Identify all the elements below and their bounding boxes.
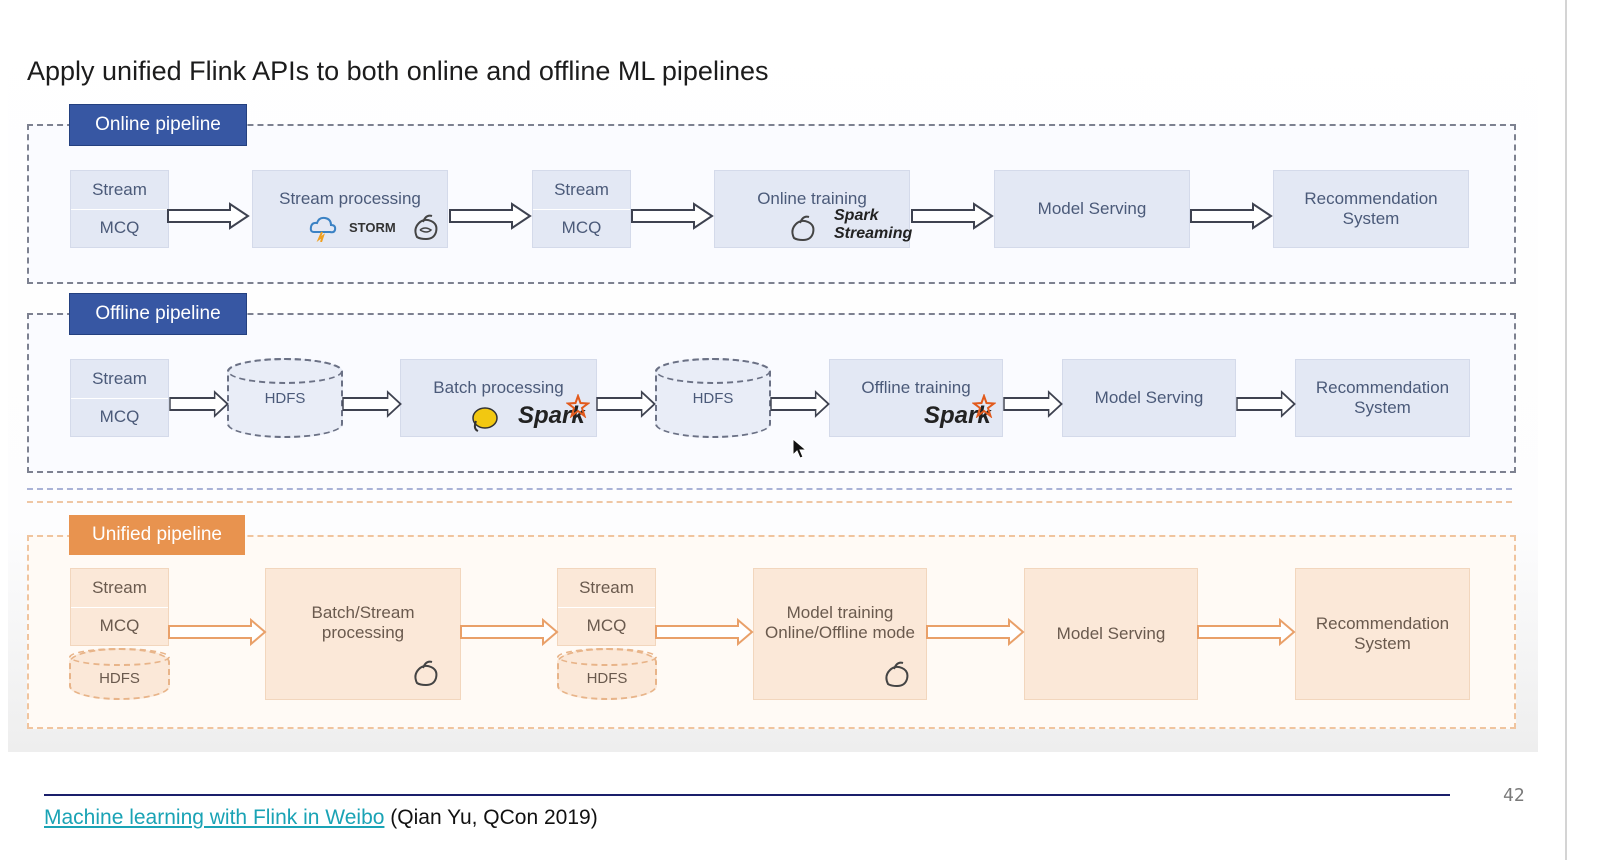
model-training-box: Model training Online/Offline mode (753, 568, 927, 700)
page-number: 42 (1503, 785, 1525, 806)
unified-mid-hdfs: HDFS (557, 648, 657, 700)
flink-squirrel-icon (414, 660, 438, 687)
unified-source-hdfs: HDFS (69, 648, 170, 700)
offline-training-box: Offline training (829, 359, 1003, 437)
unified-source-stream: Stream (71, 569, 168, 607)
stream-processing-label: Stream processing (279, 189, 421, 208)
offline-source-mcq: MCQ (71, 397, 168, 436)
offline-model-serving-label: Model Serving (1094, 387, 1204, 407)
unified-mid-hdfs-label: HDFS (586, 669, 628, 687)
hadoop-elephant-icon (472, 407, 498, 432)
model-training-line2: Online/Offline mode (765, 623, 915, 643)
offline-model-serving-box: Model Serving (1062, 359, 1236, 437)
online-source-mcq: MCQ (71, 208, 168, 247)
window-border (1565, 0, 1567, 860)
unified-pipeline-tag: Unified pipeline (69, 515, 245, 555)
unified-mid-stream: Stream (558, 569, 655, 607)
batch-processing-box: Batch processing (400, 359, 597, 437)
spark-star-icon (566, 394, 590, 418)
hdfs-cylinder-2: HDFS (655, 358, 771, 438)
online-source-stream: Stream (71, 171, 168, 209)
online-mid-stream: Stream (533, 171, 630, 209)
offline-recommendation-line1: Recommendation (1315, 377, 1450, 397)
batch-stream-line1: Batch/Stream (311, 603, 415, 622)
unified-recommendation-line1: Recommendation (1315, 613, 1450, 633)
online-mid-mcq: MCQ (533, 208, 630, 247)
unified-model-serving-label: Model Serving (1056, 623, 1166, 643)
flink-squirrel-icon (791, 215, 815, 242)
online-source-box: Stream MCQ (70, 170, 169, 248)
offline-source-stream: Stream (71, 360, 168, 398)
footer-citation: Machine learning with Flink in Weibo (Qi… (44, 806, 598, 830)
model-training-line1: Model training (786, 603, 894, 622)
streaming-word: Streaming (834, 225, 913, 242)
unified-source-hdfs-label: HDFS (99, 669, 140, 687)
online-pipeline-tag: Online pipeline (69, 104, 247, 146)
online-recommendation-line2: System (1342, 209, 1400, 228)
online-model-serving-label: Model Serving (1037, 198, 1147, 218)
offline-training-label: Offline training (861, 378, 971, 397)
hdfs-cylinder-1: HDFS (227, 358, 343, 438)
spark-streaming-logo: Spark Streaming (834, 207, 912, 243)
slide-title: Apply unified Flink APIs to both online … (27, 56, 769, 86)
offline-recommendation-line2: System (1354, 398, 1411, 417)
hdfs-label-2: HDFS (692, 389, 734, 407)
unified-source-box: Stream MCQ (70, 568, 169, 646)
batch-processing-label: Batch processing (433, 378, 564, 397)
online-training-box: Online training (714, 170, 910, 248)
mouse-cursor-icon (792, 438, 808, 459)
flink-squirrel-icon (885, 661, 909, 688)
citation-text: (Qian Yu, QCon 2019) (390, 806, 598, 829)
separator-orange (27, 501, 1512, 503)
online-mid-box: Stream MCQ (532, 170, 631, 248)
online-model-serving-box: Model Serving (994, 170, 1190, 248)
footer-rule (44, 794, 1450, 796)
online-recommendation-line1: Recommendation (1304, 188, 1438, 208)
separator-blue (27, 488, 1512, 490)
offline-pipeline-tag: Offline pipeline (69, 293, 247, 335)
unified-mid-mcq: MCQ (558, 606, 655, 645)
batch-stream-line2: processing (321, 623, 405, 643)
storm-cloud-icon (309, 216, 337, 242)
spark-word: Spark (834, 207, 879, 224)
unified-recommendation-line2: System (1354, 634, 1411, 653)
unified-model-serving-box: Model Serving (1024, 568, 1198, 700)
unified-recommendation-box: Recommendation System (1295, 568, 1470, 700)
offline-source-box: Stream MCQ (70, 359, 169, 437)
online-recommendation-box: Recommendation System (1273, 170, 1469, 248)
unified-source-mcq: MCQ (71, 606, 168, 645)
hdfs-label-1: HDFS (264, 389, 306, 407)
batch-stream-box: Batch/Stream processing (265, 568, 461, 700)
online-training-label: Online training (757, 189, 867, 208)
storm-logo: STORM (349, 220, 396, 235)
flink-squirrel-icon (414, 214, 438, 241)
offline-recommendation-box: Recommendation System (1295, 359, 1470, 437)
spark-star-icon (972, 394, 996, 418)
source-link[interactable]: Machine learning with Flink in Weibo (44, 806, 385, 829)
unified-mid-box: Stream MCQ (557, 568, 656, 646)
